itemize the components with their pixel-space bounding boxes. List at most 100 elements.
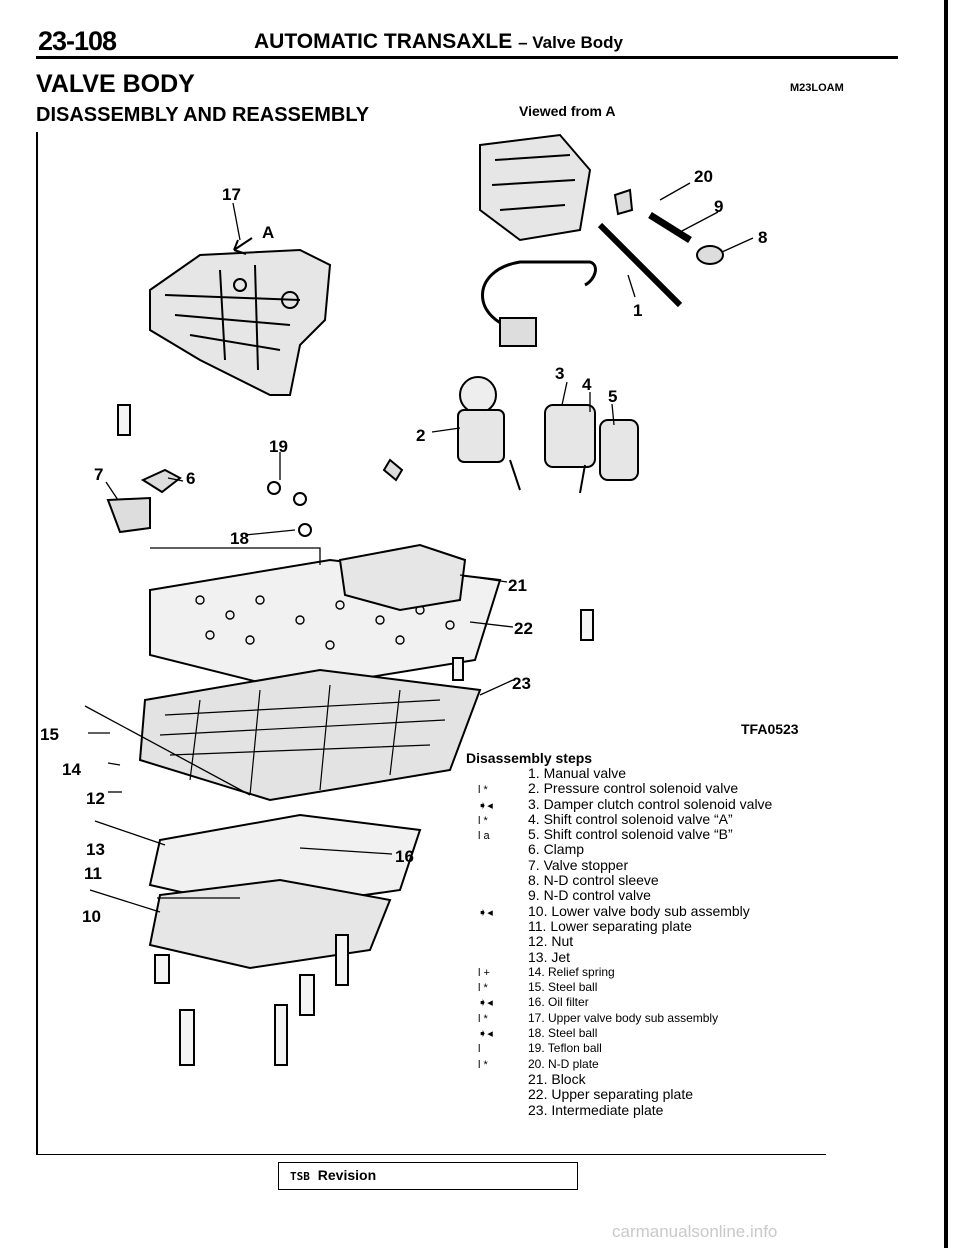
- callout-11: 11: [84, 864, 102, 883]
- step-item: l * 17. Upper valve body sub assembly: [478, 1011, 838, 1026]
- callout-3: 3: [555, 364, 564, 383]
- callout-22: 22: [514, 619, 533, 638]
- step-item: ➧◂3. Damper clutch control solenoid valv…: [478, 795, 838, 812]
- manual-valve-drawing: [597, 222, 683, 308]
- step-item: 6. Clamp: [478, 842, 838, 857]
- callout-8: 8: [758, 228, 767, 247]
- solenoid-2-drawing: [457, 409, 505, 463]
- step-text: 13. Jet: [528, 948, 571, 965]
- step-text: 17. Upper valve body sub assembly: [528, 1010, 719, 1025]
- step-item: 12. Nut: [478, 934, 838, 949]
- step-text: 1. Manual valve: [528, 765, 627, 781]
- step-text: 8. N-D control sleeve: [528, 872, 659, 889]
- revision-label: Revision: [317, 1167, 377, 1183]
- callout-21: 21: [508, 576, 527, 595]
- step-item: ➧◂16. Oil filter: [478, 995, 838, 1010]
- header-title-main: AUTOMATIC TRANSAXLE: [254, 30, 513, 53]
- step-text: 9. N-D control valve: [528, 887, 651, 904]
- step-item: l *2. Pressure control solenoid valve: [478, 781, 838, 797]
- step-mark: l *: [478, 814, 488, 827]
- upper-valve-body-drawing: [149, 248, 332, 396]
- step-mark: l a: [478, 830, 490, 843]
- section-title: VALVE BODY: [36, 70, 195, 98]
- callout-1: 1: [633, 301, 642, 320]
- step-mark: l *: [478, 784, 488, 797]
- step-item: l + 14. Relief spring: [478, 965, 838, 980]
- page-edge-bar: [944, 0, 948, 1248]
- step-text: 6. Clamp: [528, 841, 585, 858]
- tsb-revision-label: TSB Revision: [290, 1167, 376, 1183]
- step-item: l * 4. Shift control solenoid valve “A”: [478, 810, 838, 827]
- step-text: 3. Damper clutch control solenoid valve: [528, 795, 773, 812]
- step-mark: ➧◂: [478, 997, 493, 1010]
- callout-15: 15: [40, 725, 59, 744]
- view-arrow-a: [233, 237, 253, 255]
- step-mark: l *: [478, 1058, 488, 1071]
- step-text: 21. Block: [528, 1070, 586, 1087]
- step-mark: l *: [478, 1012, 488, 1025]
- solenoid-3-drawing: [544, 404, 596, 468]
- watermark: carmanualsonline.info: [612, 1222, 778, 1241]
- tsb-label: TSB: [290, 1170, 310, 1183]
- step-mark: ➧◂: [478, 906, 493, 919]
- steps-heading: Disassembly steps: [466, 750, 593, 766]
- step-item: 11. Lower separating plate: [478, 917, 838, 934]
- callout-9: 9: [714, 197, 723, 216]
- step-text: 14. Relief spring: [528, 964, 615, 979]
- page-number: 23-108: [38, 26, 117, 56]
- block-top-drawing: [479, 133, 592, 242]
- callout-4: 4: [582, 375, 592, 394]
- steel-ball-18-drawing: [293, 492, 307, 506]
- callout-20: 20: [694, 167, 713, 186]
- view-caption: Viewed from A: [519, 103, 616, 119]
- step-text: 5. Shift control solenoid valve “B”: [528, 826, 733, 843]
- solenoid-4-drawing: [599, 419, 639, 481]
- callout-2: 2: [416, 426, 425, 445]
- clamp-drawing: [140, 468, 182, 494]
- step-item: ➧◂ 10. Lower valve body sub assembly: [478, 902, 838, 919]
- callout-7: 7: [94, 465, 103, 484]
- lower-valve-body-drawing: [148, 878, 392, 970]
- step-text: 19. Teflon ball: [528, 1041, 602, 1056]
- step-item: 8. N-D control sleeve: [478, 873, 838, 888]
- callout-14: 14: [62, 760, 81, 779]
- callout-18: 18: [230, 529, 249, 548]
- nd-plate-drawing: [613, 188, 634, 216]
- step-item: 22. Upper separating plate: [478, 1087, 838, 1102]
- step-item: 13. Jet: [478, 948, 838, 965]
- figure-code: TFA0523: [741, 721, 799, 737]
- step-text: 4. Shift control solenoid valve “A”: [528, 810, 733, 827]
- step-text: 18. Steel ball: [528, 1026, 598, 1041]
- solenoid-2-flange-drawing: [459, 376, 497, 414]
- footer-rule: [36, 1154, 826, 1155]
- step-item: 9. N-D control valve: [478, 888, 838, 903]
- valve-stopper-drawing: [106, 496, 151, 534]
- step-mark: l: [478, 1043, 481, 1056]
- step-text: 22. Upper separating plate: [528, 1086, 693, 1103]
- step-item: l *20. N-D plate: [478, 1057, 838, 1072]
- step-item: ➧◂18. Steel ball: [478, 1026, 838, 1041]
- callout-19: 19: [269, 437, 288, 456]
- step-text: 12. Nut: [528, 933, 574, 950]
- callout-10: 10: [82, 907, 101, 926]
- intermediate-plate-drawing: [138, 668, 482, 802]
- bolts-drawing: [117, 404, 594, 1066]
- step-mark: l +: [478, 966, 490, 979]
- step-text: 11. Lower separating plate: [528, 917, 692, 934]
- step-item: 21. Block: [478, 1070, 838, 1087]
- nd-control-valve-drawing: [648, 212, 692, 243]
- lower-separating-plate-drawing: [148, 813, 422, 912]
- step-text: 15. Steel ball: [528, 980, 598, 995]
- step-text: 10. Lower valve body sub assembly: [528, 902, 750, 919]
- callout-5: 5: [608, 387, 617, 406]
- wire-harness-drawing: [481, 260, 597, 332]
- callout-23: 23: [512, 674, 531, 693]
- callout-16: 16: [395, 847, 414, 866]
- subsection-title: DISASSEMBLY AND REASSEMBLY: [36, 104, 370, 126]
- step-text: 23. Intermediate plate: [528, 1101, 664, 1118]
- leader-lines: [84, 182, 754, 913]
- step-item: l *15. Steel ball: [478, 980, 838, 995]
- reference-code: M23LOAM: [790, 82, 844, 94]
- callout-a: A: [262, 223, 274, 242]
